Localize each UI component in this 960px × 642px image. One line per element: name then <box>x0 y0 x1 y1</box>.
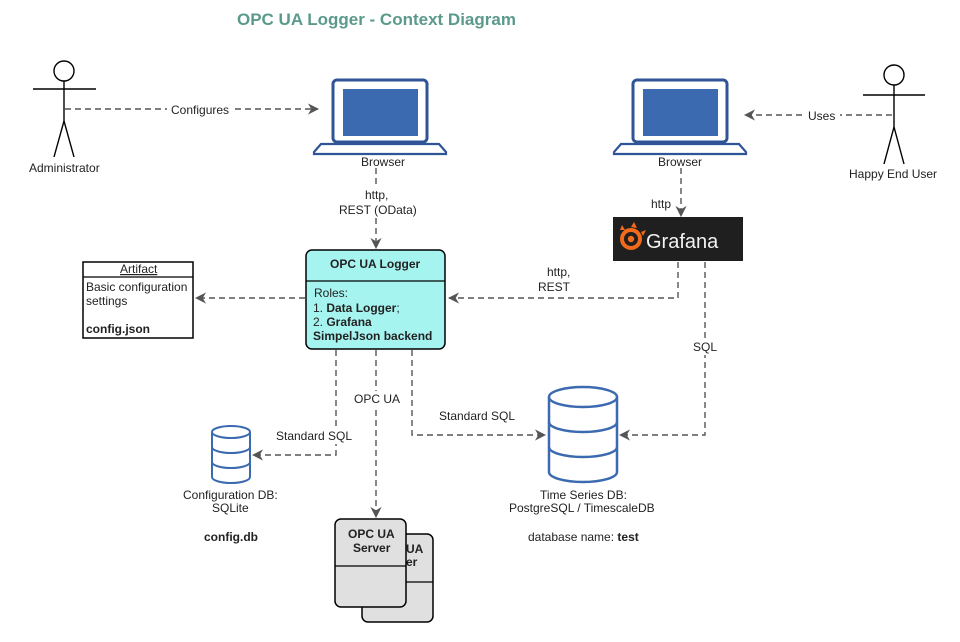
logger-roles-label: Roles: <box>314 286 348 300</box>
edges: Configures Uses http, REST (OData) http … <box>65 101 892 519</box>
opc-ua-logger[interactable]: OPC UA Logger Roles: 1. Data Logger; 2. … <box>305 249 446 350</box>
tsdb-database-name: database name: test <box>528 530 639 544</box>
server-front-line-1: OPC UA <box>348 527 395 541</box>
laptop-icon <box>312 78 448 156</box>
edge-label-sql: SQL <box>693 340 717 354</box>
edge-logger-tsdb <box>411 350 547 441</box>
edge-label-configures: Configures <box>171 103 229 117</box>
edge-label-rest-odata: REST (OData) <box>339 203 417 217</box>
config-db-label-1: Configuration DB: <box>183 488 278 502</box>
logger-role-2: 2. Grafana <box>313 315 372 329</box>
stick-figure-icon <box>33 60 96 158</box>
timeseries-db[interactable]: Time Series DB: PostgreSQL / TimescaleDB… <box>509 385 655 544</box>
edge-label-standard-sql-left: Standard SQL <box>276 429 352 443</box>
edge-label-http-1: http, <box>365 188 388 202</box>
edge-label-standard-sql-right: Standard SQL <box>439 409 515 423</box>
edge-label-http-2: http, <box>547 265 570 279</box>
artifact-line-1: Basic configuration <box>86 280 187 294</box>
browser-left[interactable]: Browser <box>312 78 448 169</box>
database-icon <box>211 425 251 484</box>
edge-label-uses: Uses <box>808 109 835 123</box>
artifact-file: config.json <box>86 322 150 336</box>
grafana-box[interactable]: Grafana <box>613 217 743 261</box>
browser-label-left: Browser <box>361 155 405 169</box>
actor-label-happy-end-user: Happy End User <box>849 167 937 181</box>
actor-label-administrator: Administrator <box>29 161 100 175</box>
logger-role-1: 1. Data Logger; <box>313 301 400 315</box>
grafana-logo-icon <box>620 222 646 250</box>
edge-grafana-logger <box>447 262 679 304</box>
edge-logger-configdb <box>251 350 337 461</box>
config-db-file: config.db <box>204 530 258 544</box>
browser-right[interactable]: Browser <box>612 78 748 169</box>
edge-grafana-db <box>618 262 706 441</box>
config-db-label-2: SQLite <box>212 501 249 515</box>
tsdb-label-1: Time Series DB: <box>540 488 627 502</box>
tsdb-label-2: PostgreSQL / TimescaleDB <box>509 501 655 515</box>
database-icon <box>547 385 619 484</box>
diagram-title: OPC UA Logger - Context Diagram <box>237 10 516 29</box>
logger-title: OPC UA Logger <box>330 257 421 271</box>
edge-label-rest: REST <box>538 280 571 294</box>
grafana-label: Grafana <box>646 231 719 253</box>
actor-administrator[interactable]: Administrator <box>29 60 100 175</box>
edge-label-http: http <box>651 197 671 211</box>
artifact-config-json[interactable]: Artifact Basic configuration settings co… <box>82 261 194 339</box>
logger-role-2-line2: SimpelJson backend <box>313 329 432 343</box>
actor-happy-end-user[interactable]: Happy End User <box>849 64 937 181</box>
browser-label-right: Browser <box>658 155 702 169</box>
edge-label-opc-ua: OPC UA <box>354 392 400 406</box>
server-back-line-2: er <box>406 555 418 569</box>
server-front-line-2: Server <box>353 541 391 555</box>
opc-ua-server-front[interactable]: OPC UA Server <box>334 518 407 608</box>
stick-figure-icon <box>863 64 925 165</box>
laptop-icon <box>612 78 748 156</box>
artifact-header: Artifact <box>120 262 158 276</box>
server-back-line-1: UA <box>406 542 424 556</box>
config-db[interactable]: Configuration DB: SQLite config.db <box>183 425 278 544</box>
artifact-line-2: settings <box>86 294 127 308</box>
